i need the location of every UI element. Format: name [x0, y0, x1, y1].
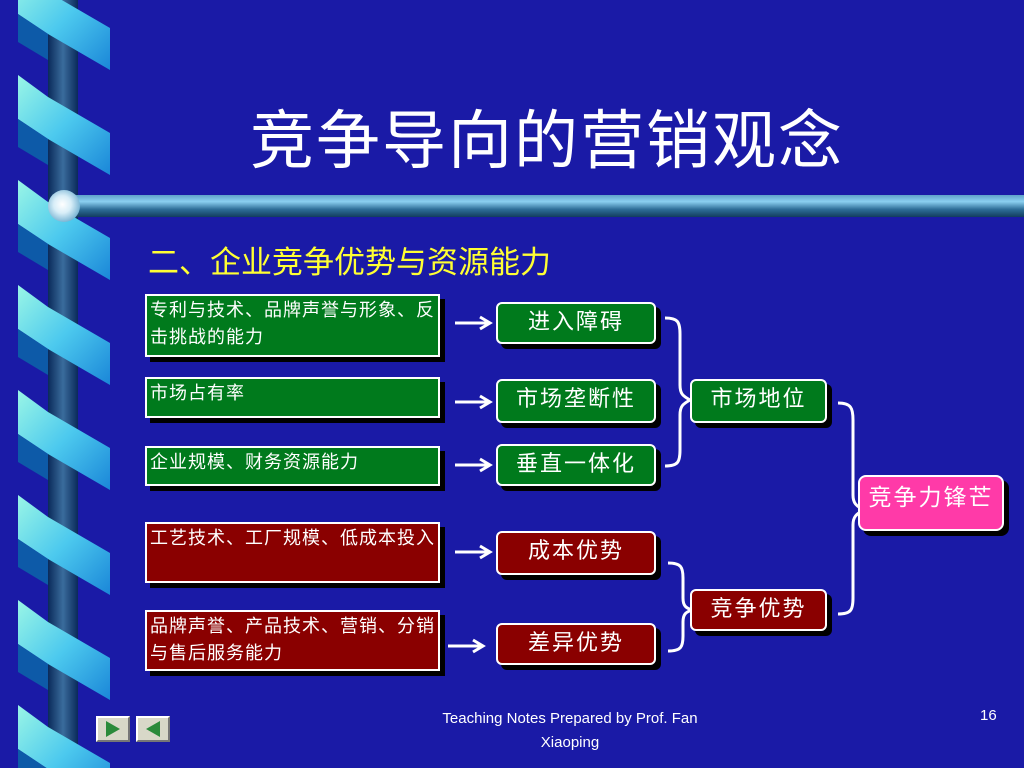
factor-box-2: 市场垄断性: [496, 379, 656, 423]
spiral-binding-decoration: [18, 0, 110, 768]
footer-text: Teaching Notes Prepared by Prof. Fan Xia…: [442, 710, 698, 751]
brace-market-position: [664, 316, 694, 468]
play-left-icon: [146, 721, 160, 737]
next-slide-button[interactable]: [96, 716, 130, 742]
result-box: 竞争力锋芒: [858, 475, 1004, 531]
source-box-3: 企业规模、财务资源能力: [145, 446, 440, 486]
factor-box-4: 成本优势: [496, 531, 656, 575]
arrow-4: [455, 544, 493, 560]
horizontal-rod-decoration: [62, 195, 1024, 217]
spiral-ribbon-back: [18, 644, 48, 690]
spiral-ribbon-back: [18, 749, 47, 768]
spiral-ribbon: [18, 75, 110, 175]
spiral-ribbon-back: [18, 119, 48, 165]
spiral-ribbon-back: [18, 434, 48, 480]
spiral-ribbon: [18, 600, 110, 700]
source-box-4: 工艺技术、工厂规模、低成本投入: [145, 522, 440, 583]
spiral-ribbon-back: [18, 539, 48, 585]
slide-title: 竞争导向的营销观念: [250, 105, 844, 179]
source-box-1: 专利与技术、品牌声誉与形象、反击挑战的能力: [145, 294, 440, 357]
spiral-ribbon: [18, 705, 110, 768]
arrow-1: [455, 315, 493, 331]
spiral-ribbon: [18, 180, 110, 280]
factor-box-5: 差异优势: [496, 623, 656, 665]
spiral-ribbon: [18, 285, 110, 385]
spiral-ribbon: [18, 495, 110, 595]
page-number: 16: [980, 707, 997, 724]
previous-slide-button[interactable]: [136, 716, 170, 742]
source-box-5: 品牌声誉、产品技术、营销、分销与售后服务能力: [145, 610, 440, 671]
slide-subtitle: 二、企业竞争优势与资源能力: [148, 245, 551, 281]
rod-knob-decoration: [48, 190, 80, 222]
factor-box-1: 进入障碍: [496, 302, 656, 344]
arrow-5: [448, 638, 486, 654]
spiral-ribbon-back: [18, 329, 48, 375]
group-box-competitive-advantage: 竞争优势: [690, 589, 827, 631]
brace-competitive-advantage: [667, 561, 697, 653]
spiral-ribbon-back: [18, 224, 48, 270]
spiral-ribbon: [18, 0, 110, 70]
source-box-2: 市场占有率: [145, 377, 440, 418]
spiral-ribbon: [18, 390, 110, 490]
arrow-2: [455, 394, 493, 410]
spiral-ribbon-back: [18, 14, 48, 60]
arrow-3: [455, 457, 493, 473]
play-right-icon: [106, 721, 120, 737]
factor-box-3: 垂直一体化: [496, 444, 656, 486]
group-box-market-position: 市场地位: [690, 379, 827, 423]
